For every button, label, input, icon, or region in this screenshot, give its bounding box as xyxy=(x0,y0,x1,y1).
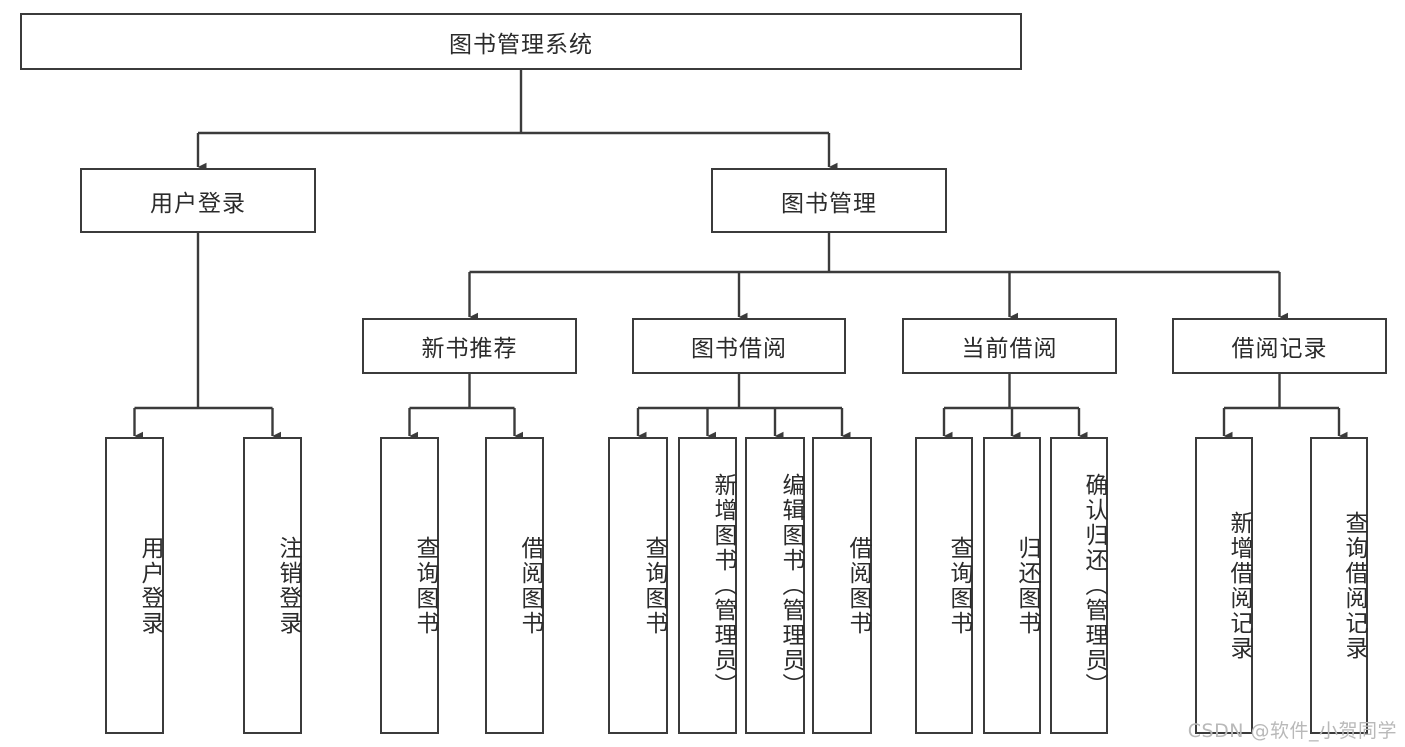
leaf-add-borrow-record[interactable]: 新增借阅记录 xyxy=(1195,437,1253,734)
leaf-add-book[interactable]: 新增图书（管理员） xyxy=(678,437,737,734)
node-root[interactable]: 图书管理系统 xyxy=(20,13,1022,70)
node-book-manage[interactable]: 图书管理 xyxy=(711,168,947,233)
node-current-borrow-label: 当前借阅 xyxy=(961,336,1058,362)
node-root-label: 图书管理系统 xyxy=(449,31,593,58)
leaf-borrow-book-label: 借阅图书 xyxy=(845,535,871,636)
leaf-return-book[interactable]: 归还图书 xyxy=(983,437,1041,734)
leaf-query-borrow-record-label: 查询借阅记录 xyxy=(1341,510,1367,661)
leaf-edit-book[interactable]: 编辑图书（管理员） xyxy=(745,437,805,734)
node-book-borrow[interactable]: 图书借阅 xyxy=(632,318,846,374)
leaf-query-book-current-label: 查询图书 xyxy=(946,535,972,636)
leaf-logout[interactable]: 注销登录 xyxy=(243,437,302,734)
node-borrow-record-label: 借阅记录 xyxy=(1231,336,1328,362)
leaf-borrow-book[interactable]: 借阅图书 xyxy=(812,437,872,734)
node-new-book-recommend[interactable]: 新书推荐 xyxy=(362,318,577,374)
node-user-login-label: 用户登录 xyxy=(150,190,246,217)
leaf-query-borrow-record[interactable]: 查询借阅记录 xyxy=(1310,437,1368,734)
leaf-edit-book-label: 编辑图书（管理员） xyxy=(778,473,804,698)
leaf-add-book-label: 新增图书（管理员） xyxy=(710,473,736,698)
leaf-add-borrow-record-label: 新增借阅记录 xyxy=(1226,510,1252,661)
leaf-user-login-label: 用户登录 xyxy=(137,535,163,636)
node-new-book-recommend-label: 新书推荐 xyxy=(421,336,518,362)
leaf-borrow-book-recommend-label: 借阅图书 xyxy=(517,535,543,636)
node-borrow-record[interactable]: 借阅记录 xyxy=(1172,318,1387,374)
node-current-borrow[interactable]: 当前借阅 xyxy=(902,318,1117,374)
leaf-borrow-book-recommend[interactable]: 借阅图书 xyxy=(485,437,544,734)
leaf-query-book-recommend-label: 查询图书 xyxy=(412,535,438,636)
leaf-logout-label: 注销登录 xyxy=(275,535,301,636)
leaf-confirm-return[interactable]: 确认归还（管理员） xyxy=(1050,437,1108,734)
node-book-manage-label: 图书管理 xyxy=(781,190,877,217)
leaf-query-book-recommend[interactable]: 查询图书 xyxy=(380,437,439,734)
node-user-login[interactable]: 用户登录 xyxy=(80,168,316,233)
leaf-user-login[interactable]: 用户登录 xyxy=(105,437,164,734)
leaf-query-book-current[interactable]: 查询图书 xyxy=(915,437,973,734)
leaf-query-book-borrow-label: 查询图书 xyxy=(641,535,667,636)
leaf-return-book-label: 归还图书 xyxy=(1014,535,1040,636)
leaf-confirm-return-label: 确认归还（管理员） xyxy=(1081,473,1107,698)
leaf-query-book-borrow[interactable]: 查询图书 xyxy=(608,437,668,734)
node-book-borrow-label: 图书借阅 xyxy=(691,336,787,362)
